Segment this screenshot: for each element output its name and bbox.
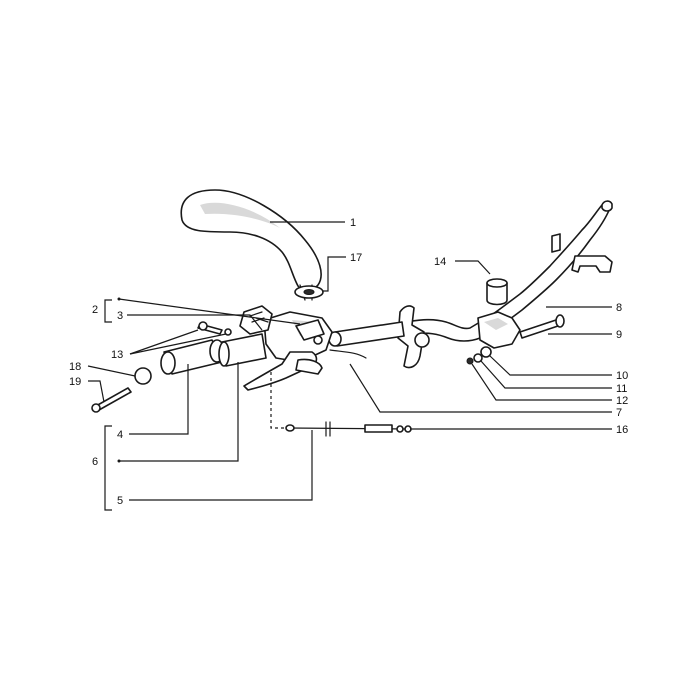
rubber-block-part [486, 278, 508, 306]
label-1: 1 [350, 217, 356, 229]
cable-part [285, 421, 412, 437]
mirror-nut-part [294, 285, 324, 299]
label-3: 3 [117, 310, 123, 322]
clamp-bolt-part [519, 314, 565, 339]
label-4: 4 [117, 429, 123, 441]
label-6: 6 [92, 456, 98, 468]
throttle-grip-part [160, 333, 267, 375]
left-control-housing-part [239, 305, 367, 391]
mirror-part [180, 189, 322, 301]
part-number-labels: 1 17 14 2 3 13 18 19 4 6 5 8 9 10 11 12 … [69, 217, 628, 507]
label-12: 12 [616, 395, 628, 407]
label-2: 2 [92, 304, 98, 316]
label-11: 11 [616, 383, 627, 395]
label-16: 16 [616, 424, 628, 436]
bar-end-parts [91, 367, 152, 413]
center-clamp-part [466, 311, 521, 365]
label-10: 10 [616, 370, 628, 382]
label-7: 7 [616, 407, 622, 419]
label-19: 19 [69, 376, 81, 388]
right-grip-part [328, 321, 405, 347]
label-8: 8 [616, 302, 622, 314]
leader-lines [87, 221, 612, 511]
handlebar-tube-part [329, 200, 613, 369]
label-14: 14 [434, 256, 446, 268]
label-17: 17 [350, 252, 362, 264]
label-9: 9 [616, 329, 622, 341]
label-18: 18 [69, 361, 81, 373]
label-5: 5 [117, 495, 123, 507]
label-13: 13 [111, 349, 123, 361]
